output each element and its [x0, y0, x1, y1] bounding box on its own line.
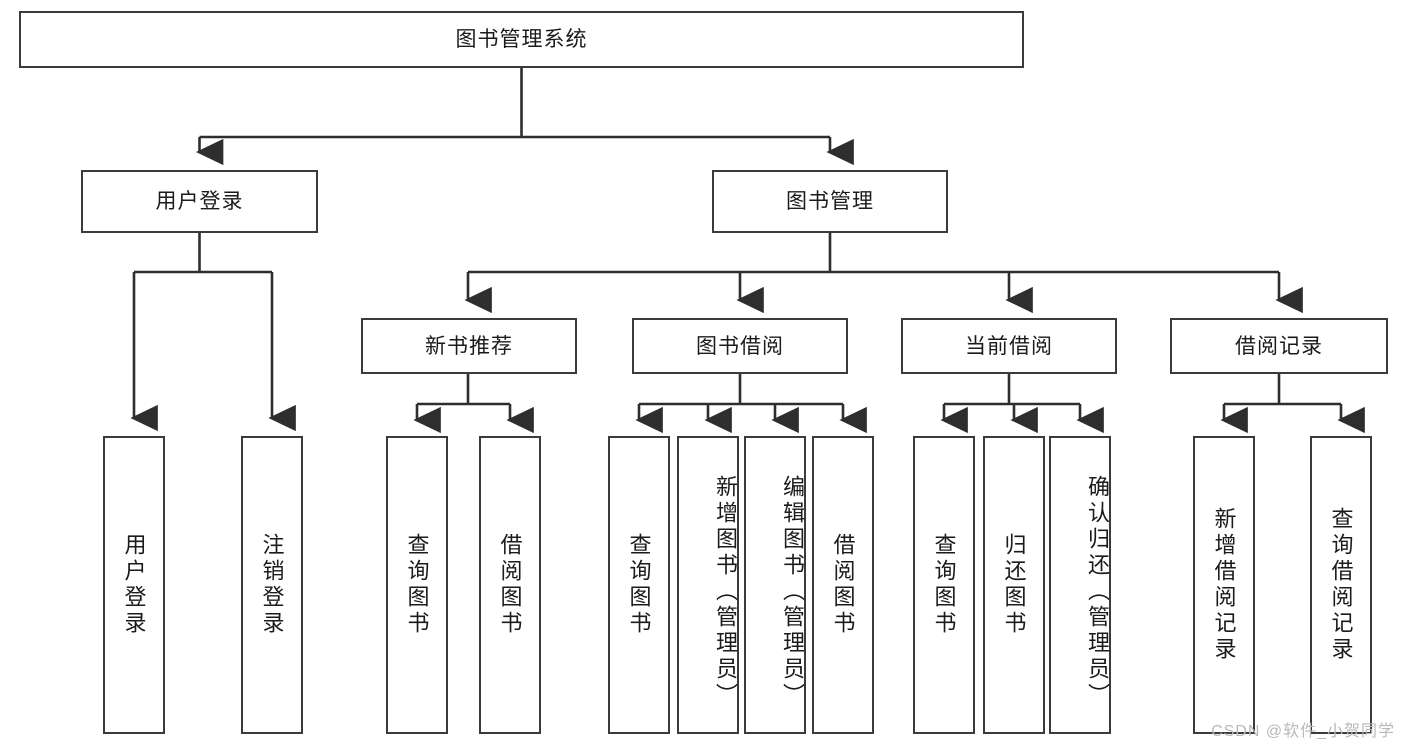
- node-book-borrow[interactable]: 图书借阅: [632, 318, 848, 374]
- leaf-return-book[interactable]: 归还图书: [983, 436, 1045, 734]
- node-user-login-label: 用户登录: [155, 190, 244, 213]
- node-book-borrow-label: 图书借阅: [696, 334, 784, 358]
- leaf-add-borrow-record-label: 新增借阅记录: [1211, 507, 1237, 663]
- node-borrow-record[interactable]: 借阅记录: [1170, 318, 1388, 374]
- leaf-borrow-book-label: 借阅图书: [830, 533, 856, 637]
- leaf-logout-login[interactable]: 注销登录: [241, 436, 303, 734]
- node-new-book-recommend-label: 新书推荐: [425, 334, 513, 358]
- watermark-text: CSDN @软件_小贺同学: [1211, 723, 1395, 740]
- node-borrow-record-label: 借阅记录: [1235, 334, 1323, 358]
- node-root-label: 图书管理系统: [455, 28, 588, 51]
- leaf-confirm-return-admin-label: 确认归还（管理员）: [1085, 475, 1110, 709]
- leaf-query-borrow-record[interactable]: 查询借阅记录: [1310, 436, 1372, 734]
- node-book-manage-label: 图书管理: [786, 190, 874, 213]
- leaf-logout-login-label: 注销登录: [259, 533, 285, 637]
- leaf-edit-book-admin[interactable]: 编辑图书（管理员）: [744, 436, 806, 734]
- leaf-query-book-current[interactable]: 查询图书: [913, 436, 975, 734]
- leaf-query-borrow-record-label: 查询借阅记录: [1328, 507, 1354, 663]
- node-current-borrow[interactable]: 当前借阅: [901, 318, 1117, 374]
- leaf-query-book-recommend-label: 查询图书: [404, 533, 430, 637]
- leaf-query-book-current-label: 查询图书: [931, 533, 957, 637]
- leaf-add-book-admin-label: 新增图书（管理员）: [713, 475, 738, 709]
- leaf-confirm-return-admin[interactable]: 确认归还（管理员）: [1049, 436, 1111, 734]
- leaf-return-book-label: 归还图书: [1001, 533, 1027, 637]
- node-user-login[interactable]: 用户登录: [81, 170, 318, 233]
- node-book-manage[interactable]: 图书管理: [712, 170, 948, 233]
- node-current-borrow-label: 当前借阅: [965, 334, 1053, 358]
- leaf-add-borrow-record[interactable]: 新增借阅记录: [1193, 436, 1255, 734]
- leaf-user-login[interactable]: 用户登录: [103, 436, 165, 734]
- leaf-user-login-label: 用户登录: [121, 533, 147, 637]
- leaf-query-book-borrow[interactable]: 查询图书: [608, 436, 670, 734]
- leaf-query-book-recommend[interactable]: 查询图书: [386, 436, 448, 734]
- node-new-book-recommend[interactable]: 新书推荐: [361, 318, 577, 374]
- leaf-borrow-book[interactable]: 借阅图书: [812, 436, 874, 734]
- leaf-add-book-admin[interactable]: 新增图书（管理员）: [677, 436, 739, 734]
- leaf-borrow-book-recommend-label: 借阅图书: [497, 533, 523, 637]
- node-root[interactable]: 图书管理系统: [19, 11, 1024, 68]
- leaf-edit-book-admin-label: 编辑图书（管理员）: [780, 475, 805, 709]
- leaf-query-book-borrow-label: 查询图书: [626, 533, 652, 637]
- leaf-borrow-book-recommend[interactable]: 借阅图书: [479, 436, 541, 734]
